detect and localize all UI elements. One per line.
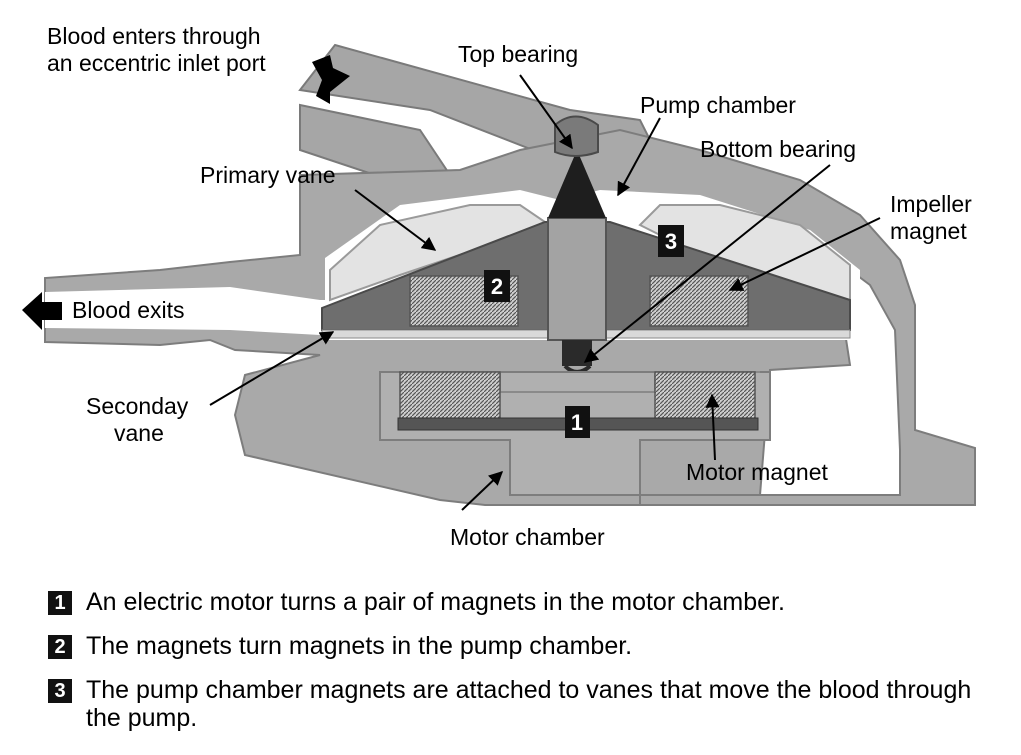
svg-text:1: 1 <box>571 410 583 435</box>
impeller-shaft <box>547 217 607 341</box>
blood-exits-label: Blood exits <box>72 297 185 323</box>
impeller-magnet-right <box>649 275 749 327</box>
top-cone <box>548 150 606 218</box>
legend: 1 An electric motor turns a pair of magn… <box>48 588 988 732</box>
pump-chamber-label: Pump chamber <box>640 92 796 118</box>
motor-magnet-right <box>654 371 756 423</box>
primary-vane-label: Primary vane <box>200 162 335 188</box>
legend-text: The pump chamber magnets are attached to… <box>86 676 972 732</box>
legend-badge: 3 <box>48 679 72 703</box>
badge-1: 1 <box>565 406 590 438</box>
leader-lines <box>209 74 881 511</box>
inlet-arrow-icon <box>312 55 350 104</box>
legend-item-2: 2 The magnets turn magnets in the pump c… <box>48 632 988 660</box>
top-bearing-label: Top bearing <box>458 41 578 67</box>
motor-magnet-label: Motor magnet <box>686 459 829 485</box>
badge-3: 3 <box>658 225 684 257</box>
svg-text:2: 2 <box>491 274 503 299</box>
svg-text:3: 3 <box>665 229 677 254</box>
legend-text: An electric motor turns a pair of magnet… <box>86 588 785 616</box>
secondary-vane-label: Seconday vane <box>86 393 195 446</box>
legend-text: The magnets turn magnets in the pump cha… <box>86 632 633 660</box>
legend-item-1: 1 An electric motor turns a pair of magn… <box>48 588 988 616</box>
legend-badge: 1 <box>48 591 72 615</box>
legend-badge: 2 <box>48 635 72 659</box>
bottom-bearing-label: Bottom bearing <box>700 136 856 162</box>
badge-2: 2 <box>484 270 510 302</box>
top-bearing-part <box>554 115 599 157</box>
legend-item-3: 3 The pump chamber magnets are attached … <box>48 676 988 732</box>
bottom-bearing-part <box>562 340 592 366</box>
motor-magnet-left <box>399 371 501 423</box>
exit-arrow-icon <box>22 292 62 330</box>
motor-chamber-label: Motor chamber <box>450 524 605 550</box>
impeller-magnet-label: Impeller magnet <box>890 191 978 244</box>
inlet-label: Blood enters through an eccentric inlet … <box>47 23 267 76</box>
pump-diagram: 1 2 3 Blood enters through an eccentric … <box>22 23 978 550</box>
